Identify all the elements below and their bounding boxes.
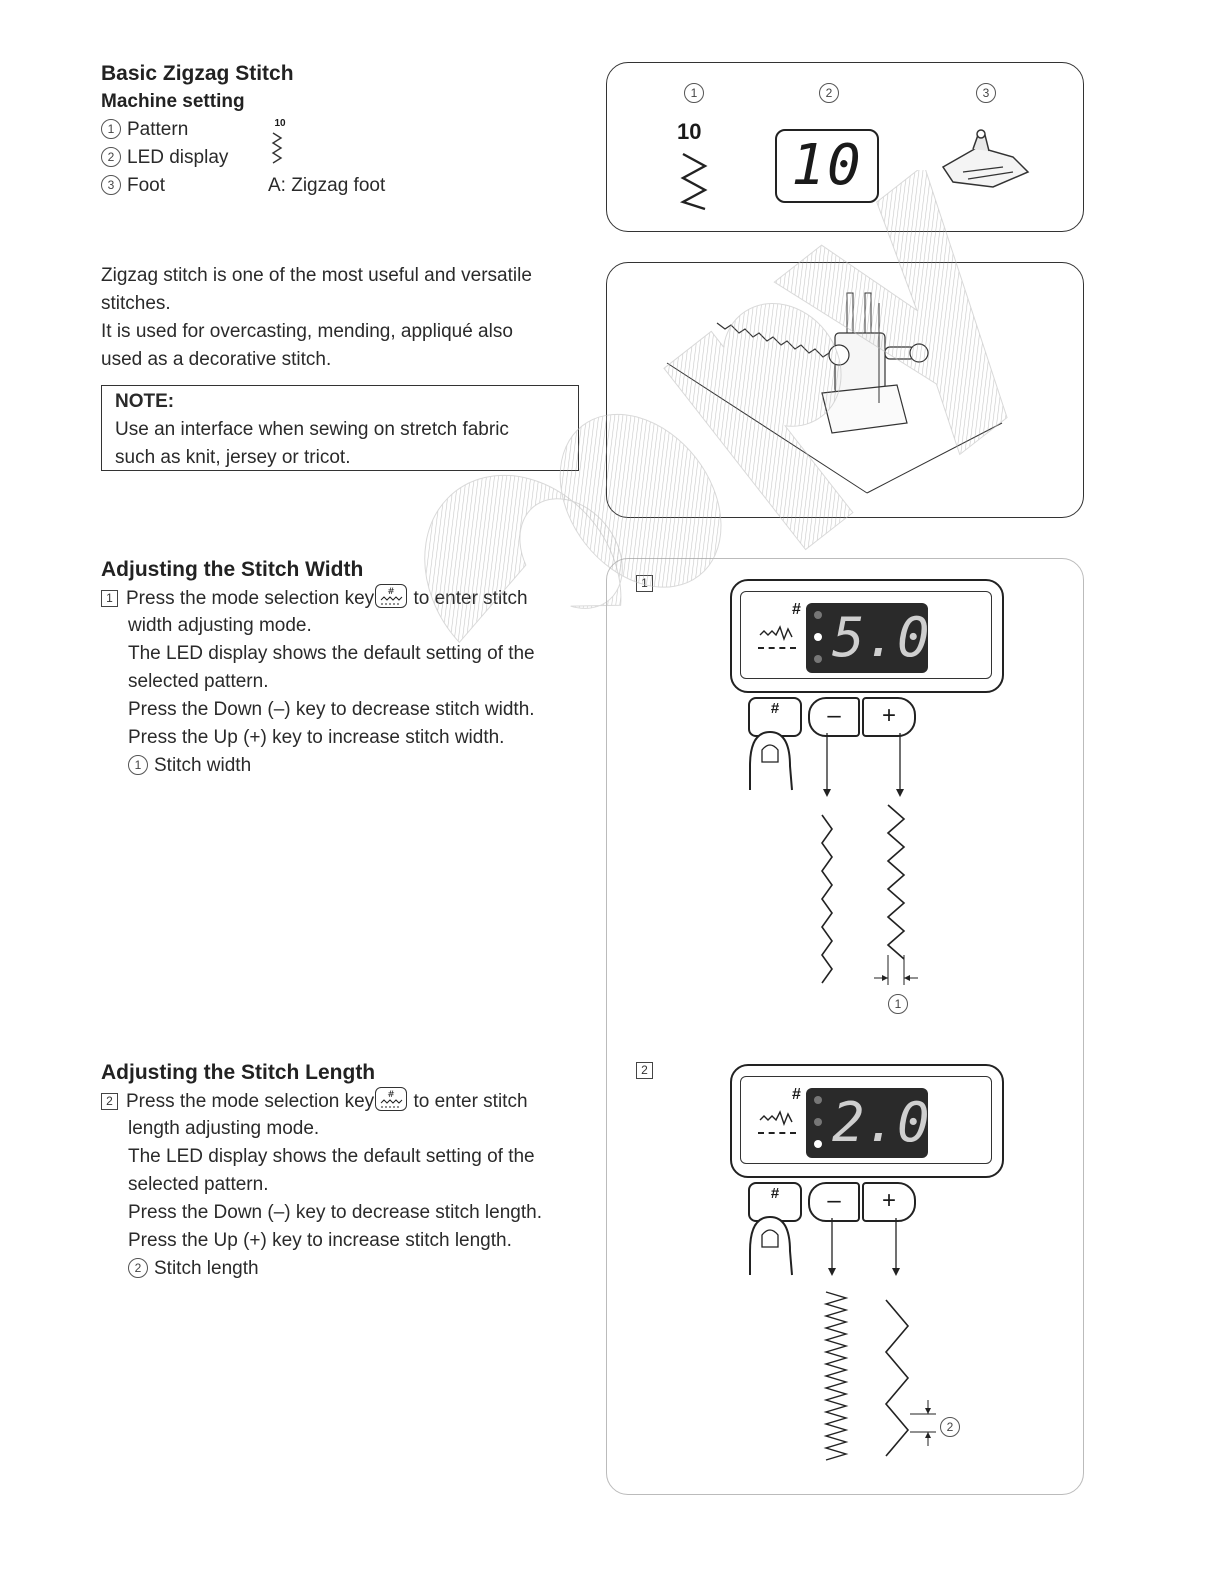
section-title-width: Adjusting the Stitch Width (101, 558, 364, 581)
mode-selection-key-icon: # (375, 584, 408, 608)
indicator-dot (814, 611, 822, 619)
length-mode-icon (758, 1132, 796, 1134)
setting-row-foot: 3 Foot (101, 172, 165, 200)
instruction-line: Press the Up (+) key to increase stitch … (128, 1230, 512, 1251)
up-plus-key[interactable]: + (862, 697, 916, 737)
led-panel-width: # 5.0 (730, 579, 1004, 693)
instruction-line: Press the Down (–) key to decrease stitc… (128, 1202, 542, 1223)
instruction-line: Press the Down (–) key to decrease stitc… (128, 699, 535, 720)
indicator-dot (814, 655, 822, 663)
zigzag-foot-icon (941, 129, 1030, 188)
led-screen: 2.0 (806, 1088, 930, 1158)
instruction-line: The LED display shows the default settin… (128, 643, 535, 664)
stitch-width-ref: 1 Stitch width (128, 752, 568, 780)
diagram-step-number: 2 (636, 1062, 653, 1079)
setting-row-pattern: 1 Pattern (101, 116, 188, 144)
length-step-line: 2 Press the mode selection key # to enter … (101, 1087, 528, 1116)
led-panel-frame (740, 1076, 992, 1164)
sewing-illustration (666, 292, 1003, 494)
note-body: Use an interface when sewing on stretch … (115, 416, 509, 472)
section-title-basic: Basic Zigzag Stitch (101, 62, 294, 85)
description-line: Zigzag stitch is one of the most useful … (101, 265, 532, 286)
stitch-length-marker: 2 (940, 1417, 960, 1437)
description: Zigzag stitch is one of the most useful … (101, 262, 571, 374)
adjustment-diagrams-panel (606, 558, 1084, 1495)
svg-text:#: # (387, 1090, 395, 1100)
width-instructions: width adjusting mode. The LED display sh… (128, 612, 568, 780)
setting-label: LED display (127, 147, 229, 168)
indicator-dot-active (814, 633, 822, 641)
section-title-length: Adjusting the Stitch Length (101, 1061, 376, 1084)
setting-row-led: 2 LED display (101, 144, 228, 172)
instruction-line: Press the Up (+) key to increase stitch … (128, 727, 505, 748)
machine-setting-heading: Machine setting (101, 91, 245, 112)
note-line: Use an interface when sewing on stretch … (115, 419, 509, 440)
step-number: 2 (101, 1093, 118, 1110)
led-panel-length: # 2.0 (730, 1064, 1004, 1178)
instruction-line: width adjusting mode. (128, 615, 312, 636)
up-plus-key[interactable]: + (862, 1182, 916, 1222)
stitch-length-ref: 2 Stitch length (128, 1255, 568, 1283)
marker-number: 2 (101, 147, 121, 167)
indicator-dot (814, 1118, 822, 1126)
pattern-number-small: 10 (274, 118, 286, 129)
description-line: It is used for overcasting, mending, app… (101, 321, 513, 342)
length-mode-icon (758, 647, 796, 649)
svg-text:#: # (387, 587, 395, 597)
zigzag-pattern-icon-large (679, 152, 708, 211)
led-value-width: 5.0 (832, 606, 930, 669)
marker-number: 2 (819, 83, 839, 103)
foot-value: A: Zigzag foot (268, 175, 386, 196)
note-line: such as knit, jersey or tricot. (115, 447, 351, 468)
length-instructions: length adjusting mode. The LED display s… (128, 1115, 568, 1283)
instruction-line: selected pattern. (128, 1174, 269, 1195)
led-panel-frame (740, 591, 992, 679)
description-line: used as a decorative stitch. (101, 349, 332, 370)
indicator-dot-active (814, 1140, 822, 1148)
sewing-illustration-panel (606, 262, 1084, 518)
stitch-length-diagram (823, 1218, 936, 1461)
marker-number: 1 (128, 755, 148, 775)
note-title: NOTE: (115, 391, 175, 412)
led-screen: 5.0 (806, 603, 930, 673)
width-hash-icon: # (792, 1086, 801, 1103)
led-value-length: 2.0 (832, 1091, 930, 1154)
down-minus-key[interactable]: – (808, 697, 860, 737)
machine-setting-panel: 1 2 3 10 10 (606, 62, 1084, 232)
down-minus-key[interactable]: – (808, 1182, 860, 1222)
zigzag-mode-icon (759, 1110, 793, 1126)
marker-number: 1 (684, 83, 704, 103)
zigzag-pattern-icon (271, 132, 283, 164)
step-number: 1 (101, 590, 118, 607)
stitch-width-diagram (821, 733, 918, 985)
description-line: stitches. (101, 293, 171, 314)
diagram-step-number: 1 (636, 575, 653, 592)
setting-label: Foot (127, 175, 166, 196)
ref-label: Stitch length (154, 1258, 259, 1279)
led-display: 10 (775, 129, 879, 203)
marker-number: 3 (101, 175, 121, 195)
setting-label: Pattern (127, 119, 189, 140)
finger-press-icon (749, 1215, 793, 1276)
instruction-text: Press the mode selection key (126, 588, 375, 609)
indicator-dot (814, 1096, 822, 1104)
stitch-width-marker: 1 (888, 994, 908, 1014)
instruction-text: Press the mode selection key (126, 1091, 375, 1112)
marker-number: 2 (128, 1258, 148, 1278)
finger-press-icon (749, 730, 793, 791)
marker-number: 3 (976, 83, 996, 103)
note-box: NOTE: Use an interface when sewing on st… (101, 385, 579, 471)
zigzag-mode-icon (759, 625, 793, 641)
instruction-line: length adjusting mode. (128, 1118, 320, 1139)
width-step-line: 1 Press the mode selection key # to enter … (101, 584, 528, 613)
instruction-text: to enter stitch (413, 588, 528, 609)
instruction-line: The LED display shows the default settin… (128, 1146, 535, 1167)
marker-number: 1 (101, 119, 121, 139)
instruction-line: selected pattern. (128, 671, 269, 692)
mode-selection-key-icon: # (375, 1087, 408, 1111)
instruction-text: to enter stitch (413, 1091, 528, 1112)
ref-label: Stitch width (154, 755, 252, 776)
pattern-number: 10 (677, 119, 702, 144)
width-hash-icon: # (792, 601, 801, 618)
